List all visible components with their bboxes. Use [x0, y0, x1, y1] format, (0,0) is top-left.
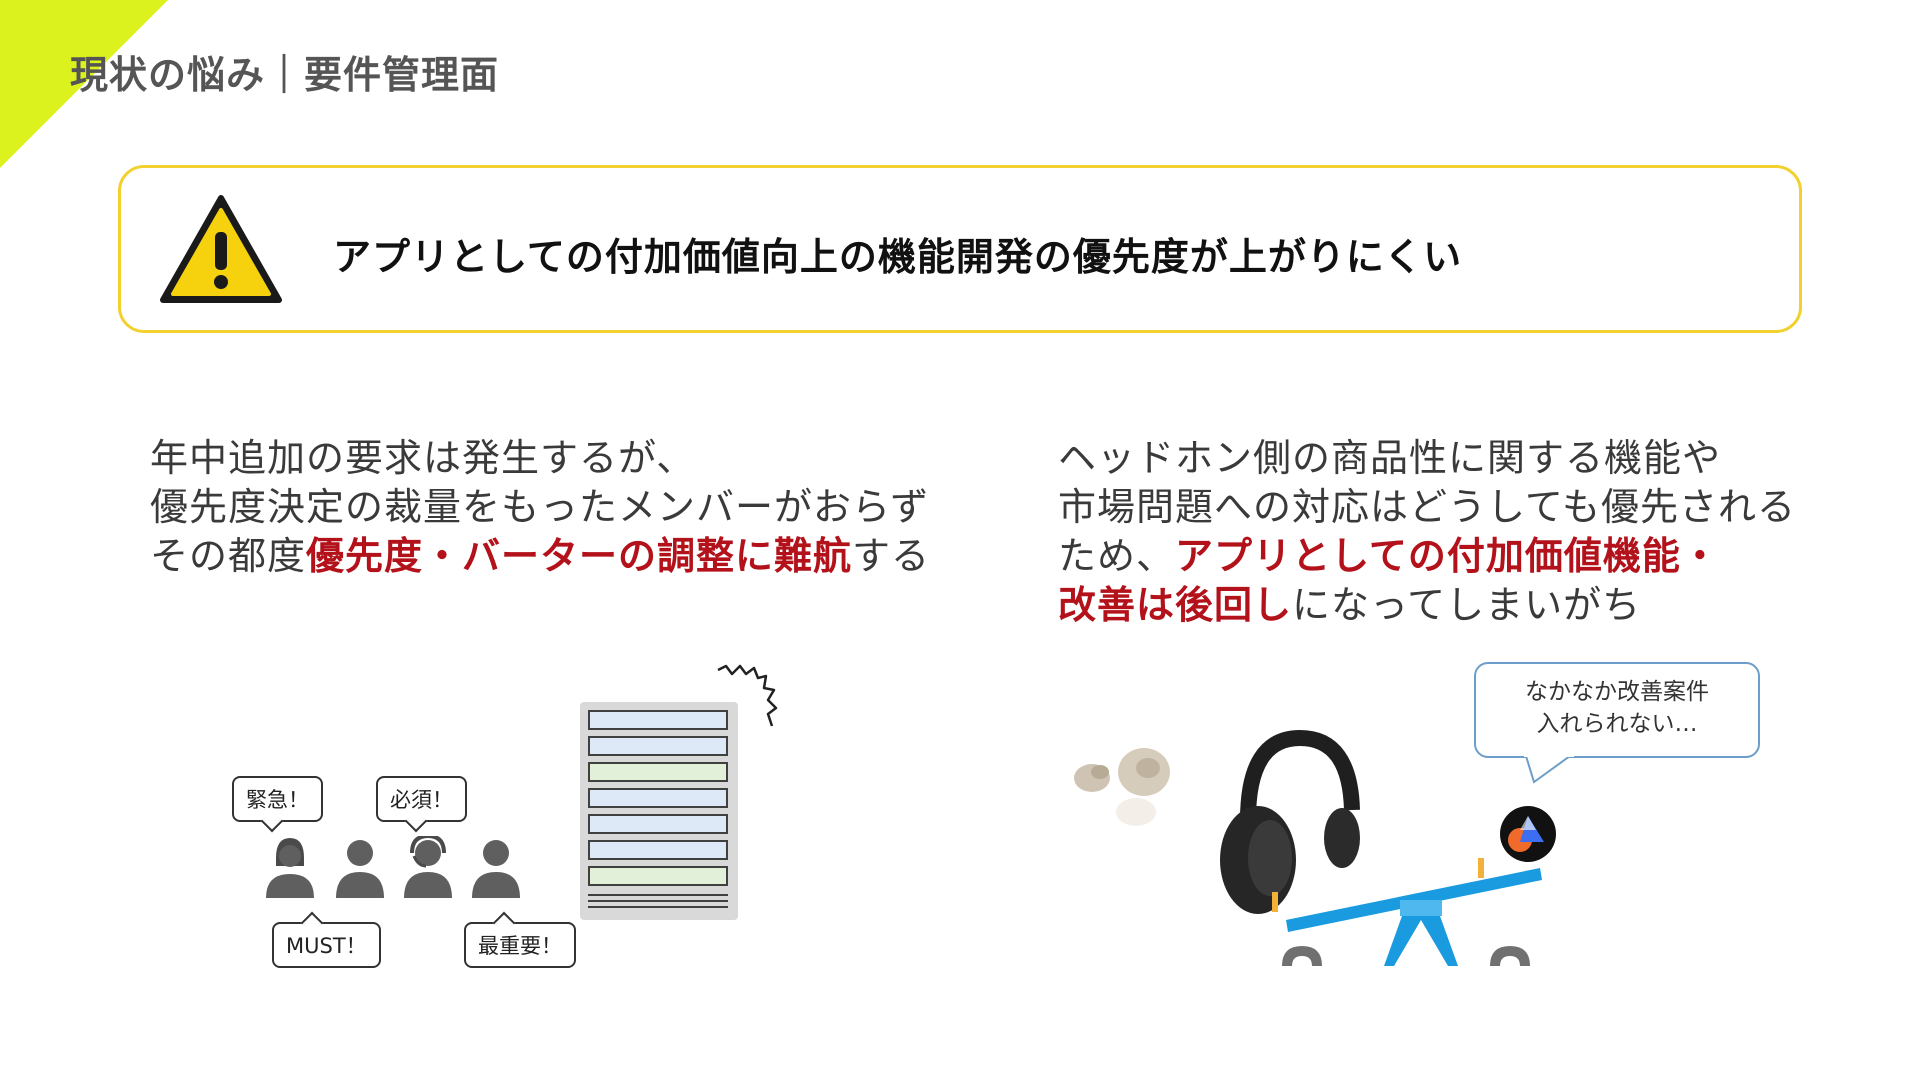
- shout-mark-icon: [717, 664, 778, 727]
- backlog-line: [588, 894, 728, 896]
- left-line-2: 優先度決定の裁量をもったメンバーがおらず: [150, 485, 930, 529]
- left-line-1: 年中追加の要求は発生するが、: [150, 436, 696, 480]
- alert-box: アプリとしての付加価値向上の機能開発の優先度が上がりにくい: [118, 165, 1802, 333]
- person-icon: [266, 838, 314, 898]
- backlog-line: [588, 906, 728, 908]
- person-icon: [336, 840, 384, 898]
- right-highlight-1: アプリとしての付加価値機能・: [1175, 534, 1720, 578]
- backlog-bar: [588, 814, 728, 834]
- backlog-bar: [588, 736, 728, 756]
- backlog-bar: [588, 762, 728, 782]
- person-icon: [472, 840, 520, 898]
- right-line-3-pre: ため、: [1058, 534, 1176, 578]
- bubble-hissu: 必須！: [376, 776, 467, 822]
- right-line-4-post: になってしまいがち: [1292, 583, 1642, 627]
- backlog-stack-icon: [580, 702, 738, 920]
- left-line-3-post: する: [852, 534, 931, 578]
- backlog-bar: [588, 866, 728, 886]
- backlog-bar: [588, 788, 728, 808]
- right-highlight-2: 改善は後回し: [1058, 583, 1293, 627]
- backlog-line: [588, 900, 728, 902]
- speech-line-1: なかなか改善案件: [1525, 679, 1709, 705]
- app-logo-icon: [1500, 806, 1556, 862]
- seesaw-scene: [1074, 729, 1556, 966]
- corner-accent: [0, 0, 168, 168]
- speech-tail: [1524, 756, 1574, 784]
- right-paragraph: ヘッドホン側の商品性に関する機能や 市場問題への対応はどうしても優先される ため…: [1058, 434, 1878, 630]
- person-icon: [404, 836, 452, 898]
- left-highlight: 優先度・バーターの調整に難航: [306, 534, 853, 578]
- bubble-saijuyo: 最重要！: [464, 922, 576, 968]
- warning-icon: [160, 195, 282, 303]
- bubble-kinkyu: 緊急！: [232, 776, 323, 822]
- earbuds-icon: [1074, 748, 1170, 826]
- right-line-4: 改善は後回しになってしまいがち: [1058, 581, 1878, 630]
- slide-title: 現状の悩み｜要件管理面: [70, 53, 500, 97]
- right-line-1: ヘッドホン側の商品性に関する機能や: [1058, 436, 1722, 480]
- right-line-2: 市場問題への対応はどうしても優先される: [1058, 485, 1796, 529]
- bubble-must: MUST！: [272, 922, 381, 968]
- headphones-icon: [1220, 729, 1360, 914]
- alert-message: アプリとしての付加価値向上の機能開発の優先度が上がりにくい: [333, 235, 1463, 279]
- left-paragraph: 年中追加の要求は発生するが、 優先度決定の裁量をもったメンバーがおらず その都度…: [150, 434, 1010, 581]
- speech-line-2: 入れられない…: [1536, 711, 1698, 737]
- backlog-bar: [588, 840, 728, 860]
- left-line-3-pre: その都度: [150, 534, 307, 578]
- seesaw-icon: [1272, 858, 1542, 966]
- left-line-3: その都度優先度・バーターの調整に難航する: [150, 532, 1010, 581]
- backlog-bar: [588, 710, 728, 730]
- speech-bubble: なかなか改善案件 入れられない…: [1474, 662, 1760, 758]
- right-line-3: ため、アプリとしての付加価値機能・: [1058, 532, 1878, 581]
